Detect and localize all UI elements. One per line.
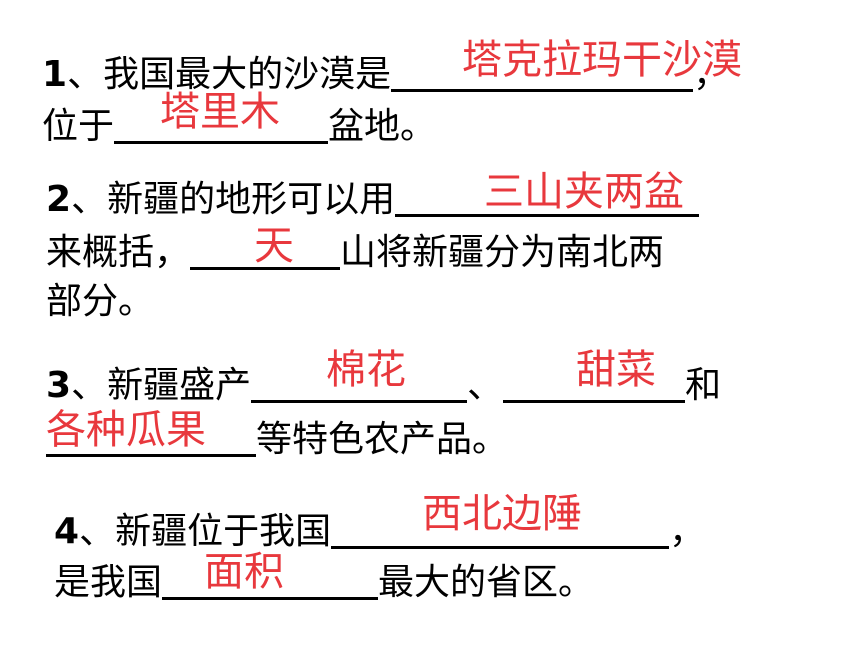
question-text: 等特色农产品。: [256, 419, 509, 460]
answer-blank: [190, 233, 341, 270]
answer-terrain: 三山夹两盆: [484, 169, 684, 215]
punctuation: ，: [693, 54, 730, 95]
question-1-line-2: 位于 盆地。: [42, 107, 436, 145]
answer-location: 西北边陲: [422, 491, 582, 537]
question-4-line-1: 4、新疆位于我国 ，: [54, 512, 705, 550]
question-number: 4: [54, 511, 80, 552]
question-text: 山将新疆分为南北两: [340, 232, 665, 273]
answer-cotton: 棉花: [326, 347, 406, 393]
question-2-line-3: 部分。: [46, 284, 154, 320]
question-text: 盆地。: [328, 106, 437, 147]
answer-basin: 塔里木: [160, 89, 280, 135]
question-4-line-2: 是我国 最大的省区。: [54, 563, 594, 601]
answer-blank: [395, 180, 700, 217]
answer-beet: 甜菜: [576, 347, 656, 393]
question-text: 、我国最大的沙漠是: [67, 54, 392, 95]
question-2-line-2: 来概括， 山将新疆分为南北两: [46, 233, 664, 271]
answer-blank: [331, 512, 670, 549]
question-number: 2: [46, 179, 72, 220]
question-3-line-2: 等特色农产品。: [46, 420, 508, 458]
question-text: 是我国: [54, 562, 163, 603]
question-text: 最大的省区。: [378, 562, 595, 603]
answer-melons: 各种瓜果: [46, 407, 206, 453]
question-text: 来概括，: [46, 232, 191, 273]
punctuation: ，: [669, 511, 706, 552]
question-text: 位于: [42, 106, 115, 147]
question-1-line-1: 1、我国最大的沙漠是 ，: [42, 55, 729, 93]
answer-blank: [114, 107, 329, 144]
answer-blank: [46, 420, 256, 457]
answer-area: 面积: [204, 549, 284, 595]
question-text: 和: [685, 365, 722, 406]
answer-blank: [162, 563, 379, 600]
answer-desert: 塔克拉玛干沙漠: [462, 37, 742, 83]
question-number: 3: [46, 365, 72, 406]
question-2-line-1: 2、新疆的地形可以用: [46, 179, 700, 220]
question-text: 、新疆盛产: [71, 365, 252, 406]
question-text: 部分。: [46, 281, 155, 322]
question-number: 1: [42, 54, 68, 95]
answer-blank: [391, 55, 694, 92]
question-text: 、新疆位于我国: [79, 511, 332, 552]
answer-mountain: 天: [254, 223, 294, 269]
question-3-line-1: 3、新疆盛产 、 和: [46, 366, 721, 404]
question-text: 、新疆的地形可以用: [71, 179, 396, 220]
punctuation: 、: [467, 365, 504, 406]
answer-blank: [251, 366, 468, 403]
answer-blank: [503, 366, 686, 403]
